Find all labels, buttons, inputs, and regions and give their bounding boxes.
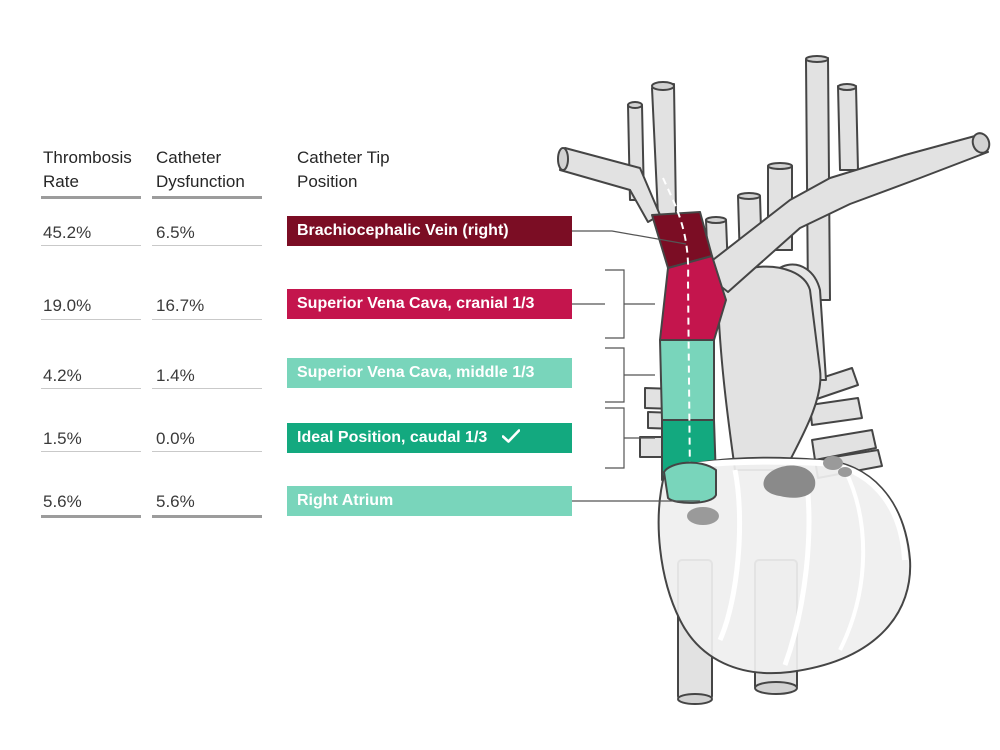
pulmonary-vessel-mid-right (809, 397, 863, 426)
thrombosis-rate-value: 4.2% (43, 366, 82, 385)
header-dysfunction-line2: Dysfunction (156, 172, 245, 191)
thrombosis-rate-value: 45.2% (43, 223, 92, 242)
header-rule-thrombosis (41, 196, 141, 199)
row-rule (152, 319, 262, 320)
header-thrombosis-line1: Thrombosis (43, 148, 132, 167)
header-dysfunction-line1: Catheter (156, 148, 222, 167)
pulmonary-vessel-lower-right (811, 429, 877, 461)
position-label-text: Ideal Position, caudal 1/3 (297, 429, 488, 446)
table-bottom-rule (152, 515, 262, 518)
check-icon (501, 429, 520, 443)
row-rule (41, 319, 141, 320)
header-thrombosis-rate: Thrombosis Rate (43, 146, 132, 194)
row-rule (41, 451, 141, 452)
position-label-right-atrium: Right Atrium (287, 486, 572, 516)
position-label-text: Right Atrium (297, 492, 394, 509)
connector-brachiocephalic (572, 230, 687, 245)
dysfunction-value: 1.4% (156, 366, 195, 385)
valve-opening-1 (687, 507, 719, 525)
header-catheter-tip-position: Catheter Tip Position (297, 146, 390, 194)
header-rule-dysfunction (152, 196, 262, 199)
segment-svc-cranial (659, 255, 727, 341)
header-thrombosis-line2: Rate (43, 172, 79, 191)
ascending-aorta (716, 265, 822, 471)
position-label-brachiocephalic-vein: Brachiocephalic Vein (right) (287, 216, 572, 246)
position-label-text: Superior Vena Cava, middle 1/3 (297, 364, 535, 381)
row-rule (41, 388, 141, 389)
heart (657, 456, 912, 675)
position-label-ideal-position: Ideal Position, caudal 1/3 (287, 423, 572, 453)
header-catheter-dysfunction: Catheter Dysfunction (156, 146, 245, 194)
table-bottom-rule (41, 515, 141, 518)
row-rule (152, 388, 262, 389)
row-rule (41, 245, 141, 246)
dysfunction-value: 16.7% (156, 296, 205, 315)
position-label-svc-middle: Superior Vena Cava, middle 1/3 (287, 358, 572, 388)
thrombosis-rate-value: 5.6% (43, 492, 82, 511)
dysfunction-value: 6.5% (156, 223, 195, 242)
valve-opening-2 (763, 465, 816, 498)
position-label-svc-cranial: Superior Vena Cava, cranial 1/3 (287, 289, 572, 319)
row-rule (152, 245, 262, 246)
position-label-text: Brachiocephalic Vein (right) (297, 222, 509, 239)
thrombosis-rate-value: 1.5% (43, 429, 82, 448)
right-subclavian-vein (559, 147, 661, 223)
right-jugular-vein (651, 83, 677, 216)
header-position-line2: Position (297, 172, 358, 191)
catheter-line (662, 177, 691, 481)
right-atrium-highlight (663, 461, 717, 504)
left-subclavian-stub (837, 85, 859, 171)
position-label-text: Superior Vena Cava, cranial 1/3 (297, 295, 535, 312)
segment-svc-middle (659, 339, 715, 421)
row-rule (152, 451, 262, 452)
header-position-line1: Catheter Tip (297, 148, 390, 167)
thrombosis-rate-value: 19.0% (43, 296, 92, 315)
dysfunction-value: 0.0% (156, 429, 195, 448)
left-brachiocephalic-vein (699, 135, 989, 293)
dysfunction-value: 5.6% (156, 492, 195, 511)
